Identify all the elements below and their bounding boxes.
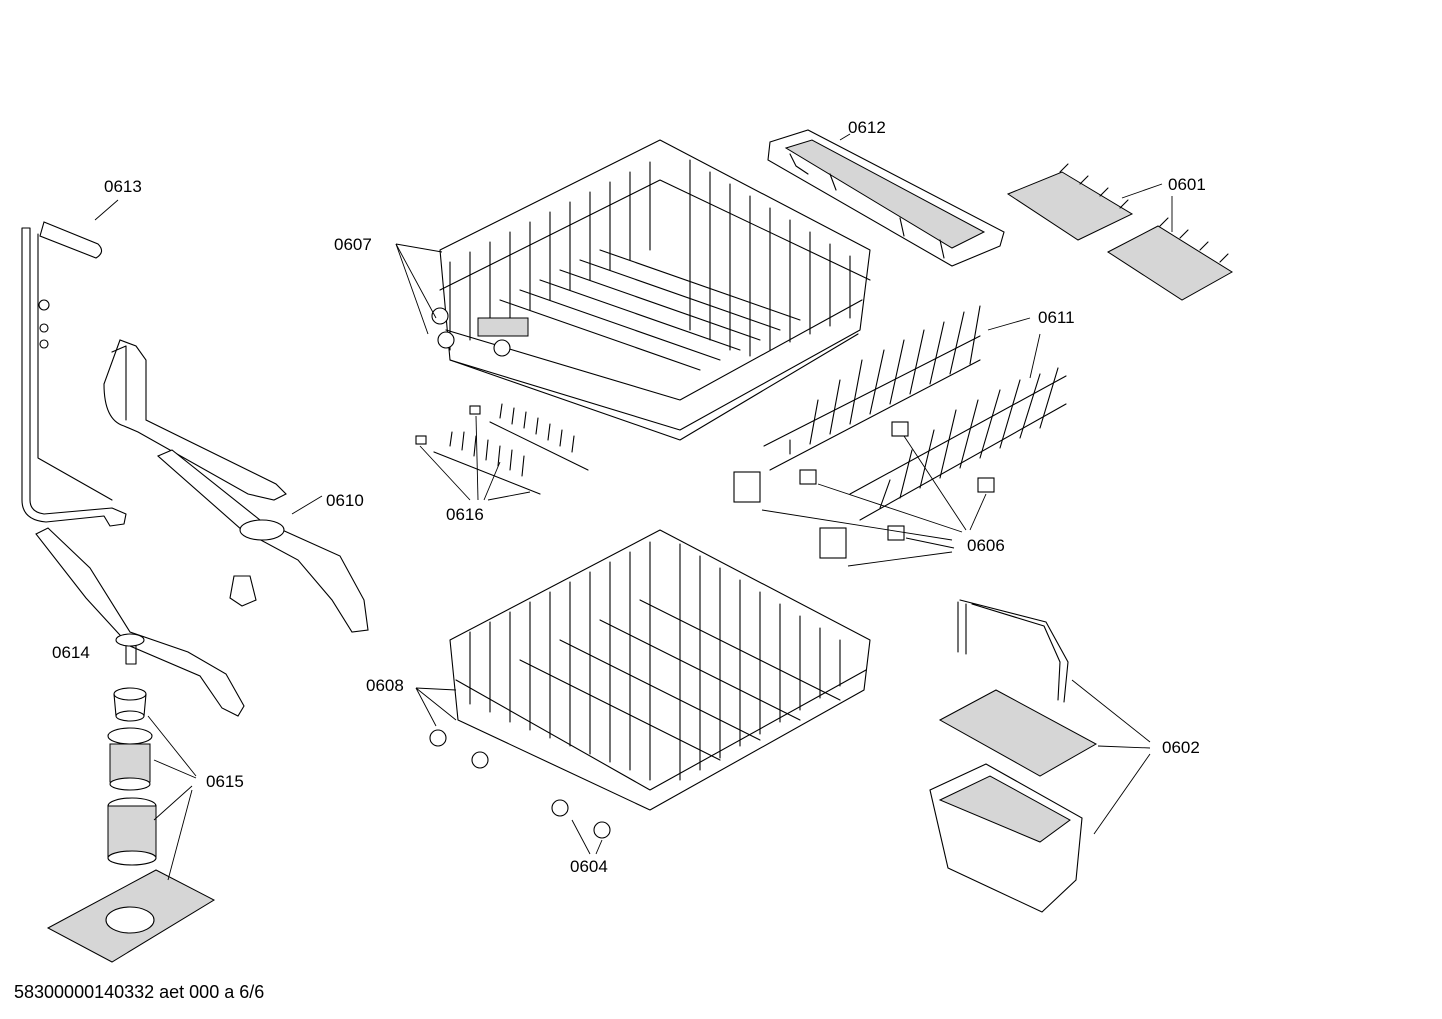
label-0604: 0604 <box>570 857 608 876</box>
part-0606-clips <box>733 421 995 567</box>
part-0613-feed-pipe <box>21 199 127 527</box>
label-0612: 0612 <box>848 118 886 137</box>
label-0616: 0616 <box>446 505 484 524</box>
part-0604-rollers <box>429 729 611 855</box>
part-0614-lower-spray-arm <box>35 527 245 717</box>
part-0610-upper-spray-arm <box>103 339 369 633</box>
label-0611: 0611 <box>1038 308 1075 327</box>
label-0601: 0601 <box>1168 175 1206 194</box>
part-0611-folding-tines <box>763 305 1067 521</box>
part-0608-lower-basket <box>415 529 871 811</box>
part-0607-upper-basket <box>395 139 871 441</box>
label-0607: 0607 <box>334 235 372 254</box>
part-0602-cutlery-basket <box>929 599 1151 913</box>
label-0613: 0613 <box>104 177 142 196</box>
document-code: 58300000140332 aet 000 a 6/6 <box>14 982 264 1002</box>
label-0614: 0614 <box>52 643 90 662</box>
label-0602: 0602 <box>1162 738 1200 757</box>
label-0608: 0608 <box>366 676 404 695</box>
part-0615-filter-assembly <box>46 687 216 963</box>
label-0610: 0610 <box>326 491 364 510</box>
part-0601-cup-racks <box>1006 163 1233 301</box>
part-0616-tine-inserts <box>415 403 589 501</box>
label-0615: 0615 <box>206 772 244 791</box>
part-0612-cutlery-tray <box>767 129 1005 267</box>
label-0606: 0606 <box>967 536 1005 555</box>
